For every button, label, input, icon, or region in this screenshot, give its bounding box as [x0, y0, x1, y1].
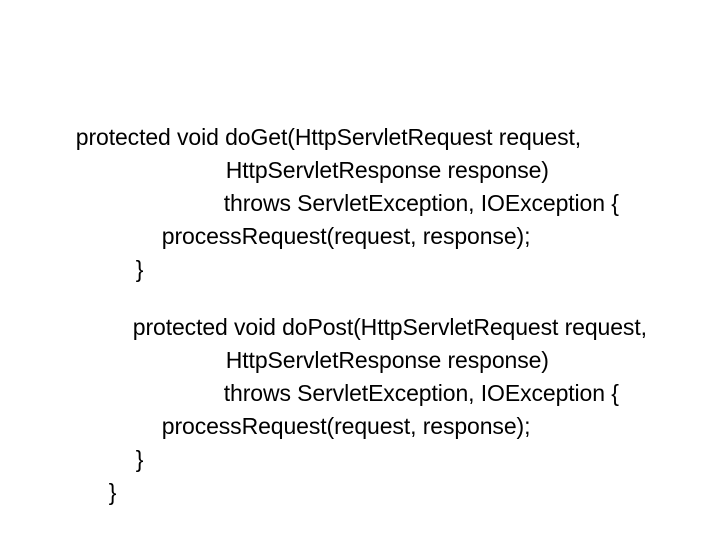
code-line: throws ServletException, IOException { — [0, 344, 720, 406]
code-line: } — [0, 220, 720, 282]
code-line-text: processRequest(request, response); — [161, 223, 531, 249]
code-line: HttpServletResponse response) — [0, 311, 720, 373]
code-line-text: } — [135, 256, 144, 282]
code-line-text: } — [135, 446, 144, 472]
code-line: processRequest(request, response); — [0, 187, 720, 249]
code-line-text: } — [108, 479, 117, 505]
code-line-text: processRequest(request, response); — [161, 413, 531, 439]
code-line-text: protected void doGet(HttpServletRequest … — [75, 124, 582, 150]
code-line-text: protected void doPost(HttpServletRequest… — [132, 314, 647, 340]
code-line: } — [0, 410, 720, 472]
code-block-dopost: protected void doPost(HttpServletRequest… — [0, 278, 720, 505]
code-line: protected void doGet(HttpServletRequest … — [0, 88, 720, 150]
code-line: processRequest(request, response); — [0, 377, 720, 439]
code-line: } — [0, 443, 720, 505]
code-block-doget: protected void doGet(HttpServletRequest … — [0, 88, 720, 282]
code-line-text: HttpServletResponse response) — [225, 347, 549, 373]
code-line-text: throws ServletException, IOException { — [223, 190, 619, 216]
code-line-text: throws ServletException, IOException { — [223, 380, 619, 406]
code-line: throws ServletException, IOException { — [0, 154, 720, 216]
code-line: HttpServletResponse response) — [0, 121, 720, 183]
code-line: protected void doPost(HttpServletRequest… — [0, 278, 720, 340]
code-line-text: HttpServletResponse response) — [225, 157, 549, 183]
